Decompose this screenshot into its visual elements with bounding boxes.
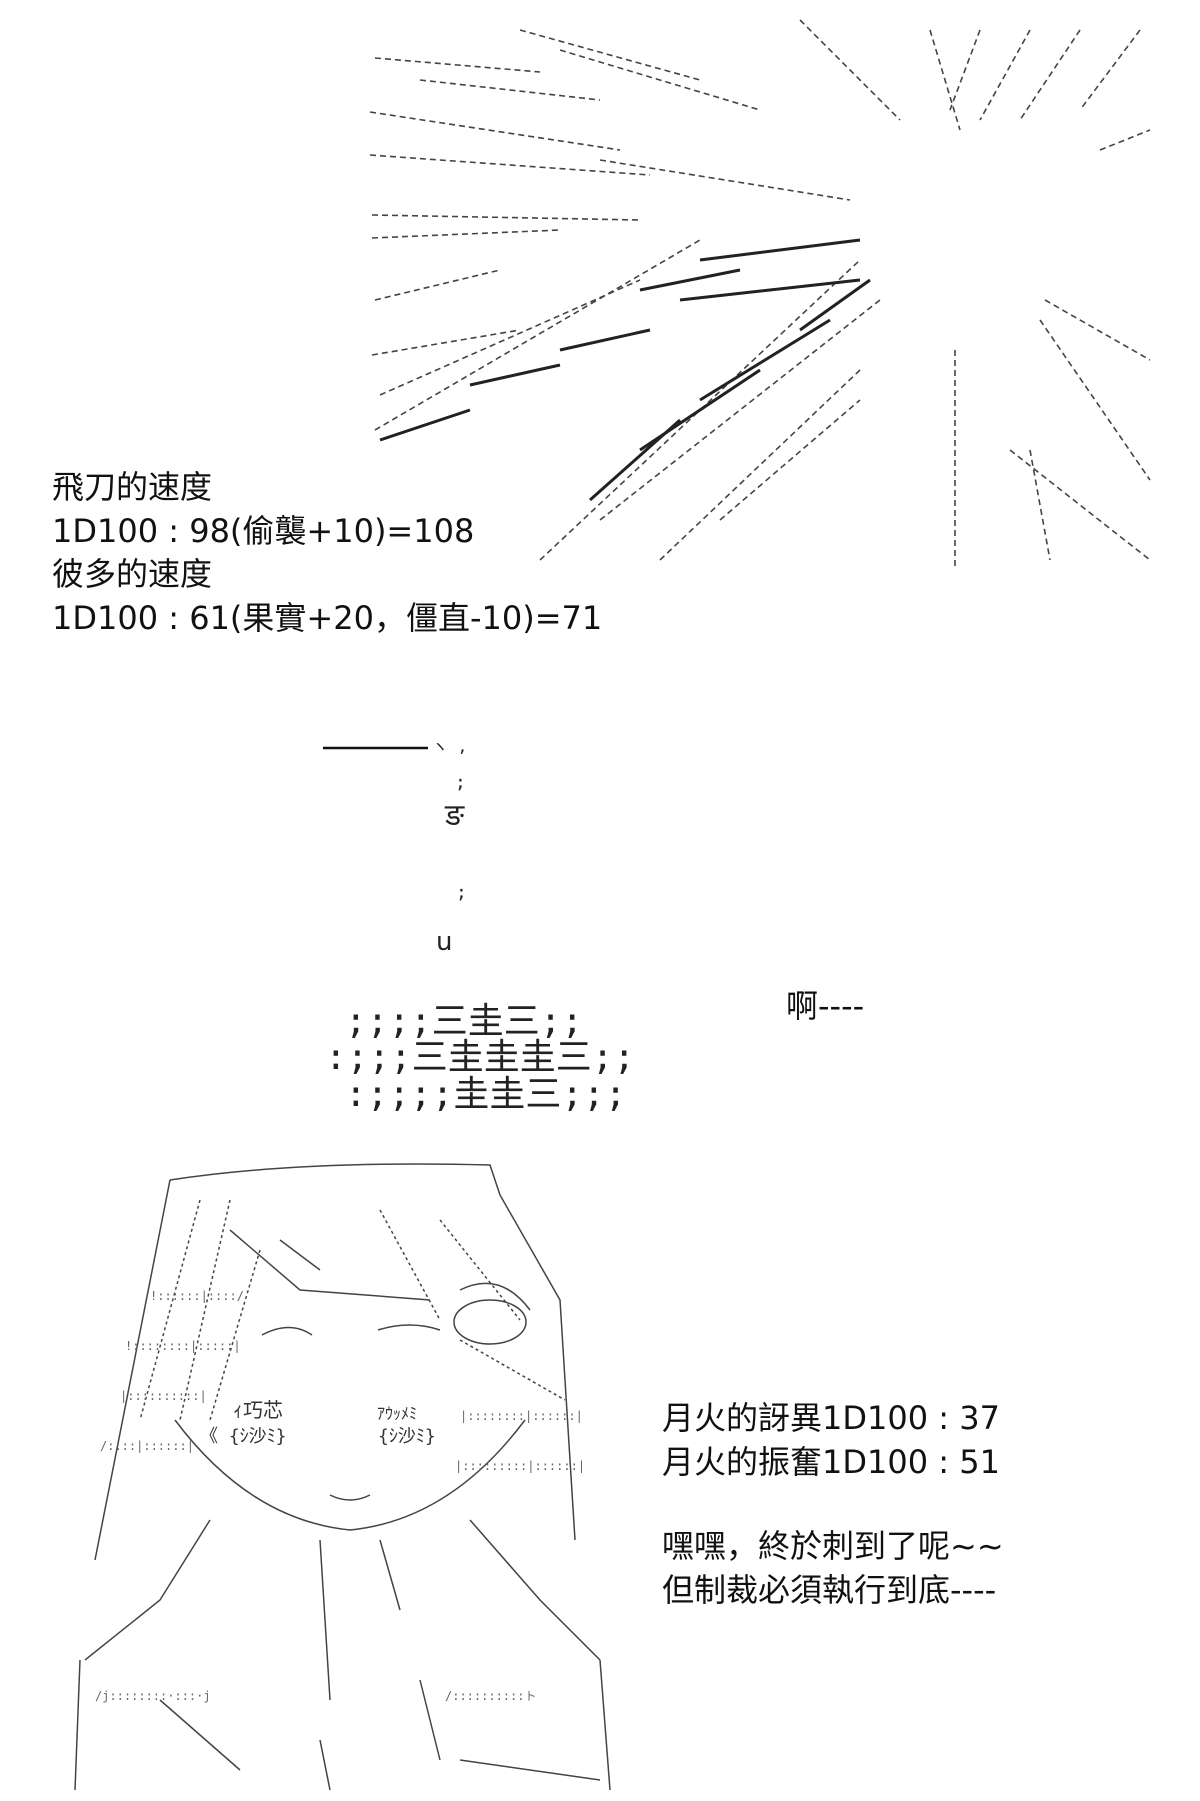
- svg-text:/::::::::::ト: /::::::::::ト: [445, 1689, 536, 1703]
- svg-text:!::::::|::::/: !::::::|::::/: [150, 1289, 244, 1303]
- stack-art-row-3: :;;;;圭圭三;;;: [345, 1074, 627, 1115]
- stack-art-row-1: ;;;;三圭三;;: [345, 1001, 584, 1042]
- svg-text:u: u: [436, 927, 452, 957]
- svg-text:|::::::::|::::::|: |::::::::|::::::|: [460, 1409, 583, 1423]
- roll-line-2: 1D100 : 98(偷襲+10)=108: [52, 512, 475, 550]
- svg-text:/::::|::::::|: /::::|::::::|: [100, 1439, 194, 1453]
- judge-line-1: 月火的訝異1D100 : 37: [662, 1399, 1000, 1437]
- roll-line-3: 彼多的速度: [52, 555, 213, 593]
- judge-line-3: 嘿嘿，終於刺到了呢~~: [662, 1527, 1004, 1565]
- svg-text:/j::::::::·:::·j: /j::::::::·:::·j: [95, 1689, 211, 1703]
- svg-text:;: ;: [456, 882, 467, 903]
- svg-text:|::::::::::|: |::::::::::|: [120, 1389, 207, 1403]
- face-left-label: ｨ巧芯: [233, 1398, 283, 1422]
- face-left-eye: 《 {ｼ沙ﾐ}: [200, 1426, 287, 1447]
- svg-text:|:::::::::|::::::|: |:::::::::|::::::|: [455, 1459, 585, 1473]
- svg-text:!::::::::|:::::|: !::::::::|:::::|: [125, 1339, 241, 1353]
- face-right-label: ｱｳｯﾒﾐ: [377, 1404, 418, 1423]
- svg-text:ङ: ङ: [444, 798, 465, 833]
- svg-text:;: ;: [455, 772, 466, 793]
- scream-text: 啊----: [786, 987, 865, 1025]
- face-right-eye: {ｼ沙ﾐ}: [378, 1426, 436, 1447]
- roll-line-4: 1D100 : 61(果實+20，僵直-10)=71: [52, 599, 603, 637]
- judge-line-4: 但制裁必須執行到底----: [662, 1571, 997, 1609]
- stack-art-row-2: :;;;三圭圭圭三;;: [325, 1037, 636, 1078]
- svg-text:ヽ ,: ヽ ,: [432, 737, 467, 756]
- judge-line-2: 月火的振奮1D100 : 51: [662, 1443, 1000, 1481]
- roll-line-1: 飛刀的速度: [52, 468, 213, 506]
